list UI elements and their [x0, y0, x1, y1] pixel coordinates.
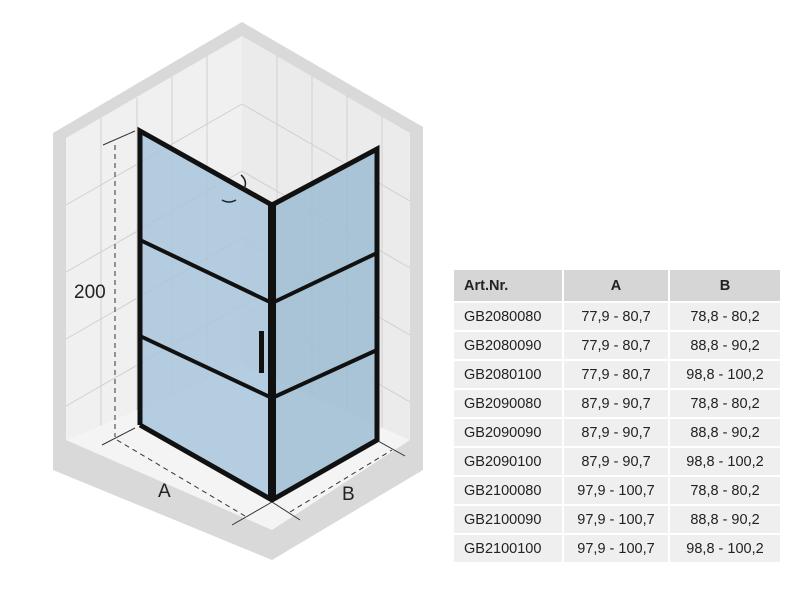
b-cell: 88,8 - 90,2 [668, 417, 782, 448]
b-cell: 98,8 - 100,2 [668, 533, 782, 564]
art-nr-cell: GB2080100 [452, 359, 564, 390]
width-b-label: B [342, 484, 355, 505]
door-handle [259, 331, 264, 373]
b-cell: 98,8 - 100,2 [668, 359, 782, 390]
table-header-row: Art.Nr. A B [452, 268, 782, 303]
header-art-nr: Art.Nr. [452, 268, 564, 303]
b-cell: 88,8 - 90,2 [668, 330, 782, 361]
a-cell: 87,9 - 90,7 [562, 417, 670, 448]
a-cell: 97,9 - 100,7 [562, 475, 670, 506]
b-cell: 78,8 - 80,2 [668, 388, 782, 419]
art-nr-cell: GB2090100 [452, 446, 564, 477]
width-a-label: A [158, 481, 171, 502]
header-b: B [668, 268, 782, 303]
black-frame [137, 126, 380, 503]
art-nr-cell: GB2090090 [452, 417, 564, 448]
header-a: A [562, 268, 670, 303]
a-cell: 97,9 - 100,7 [562, 504, 670, 535]
b-cell: 98,8 - 100,2 [668, 446, 782, 477]
dimension-lines [101, 130, 406, 526]
a-cell: 97,9 - 100,7 [562, 533, 670, 564]
b-cell: 78,8 - 80,2 [668, 475, 782, 506]
art-nr-cell: GB2080090 [452, 330, 564, 361]
art-nr-cell: GB2100080 [452, 475, 564, 506]
a-cell: 87,9 - 90,7 [562, 388, 670, 419]
glass-panel-a [140, 131, 272, 500]
height-label: 200 [74, 282, 106, 303]
a-cell: 87,9 - 90,7 [562, 446, 670, 477]
b-cell: 88,8 - 90,2 [668, 504, 782, 535]
art-nr-cell: GB2090080 [452, 388, 564, 419]
art-nr-cell: GB2100100 [452, 533, 564, 564]
glass-panel-b [272, 149, 377, 500]
b-cell: 78,8 - 80,2 [668, 301, 782, 332]
a-cell: 77,9 - 80,7 [562, 301, 670, 332]
a-cell: 77,9 - 80,7 [562, 330, 670, 361]
art-nr-cell: GB2100090 [452, 504, 564, 535]
a-cell: 77,9 - 80,7 [562, 359, 670, 390]
rotation-arrows-icon [221, 174, 247, 203]
art-nr-cell: GB2080080 [452, 301, 564, 332]
